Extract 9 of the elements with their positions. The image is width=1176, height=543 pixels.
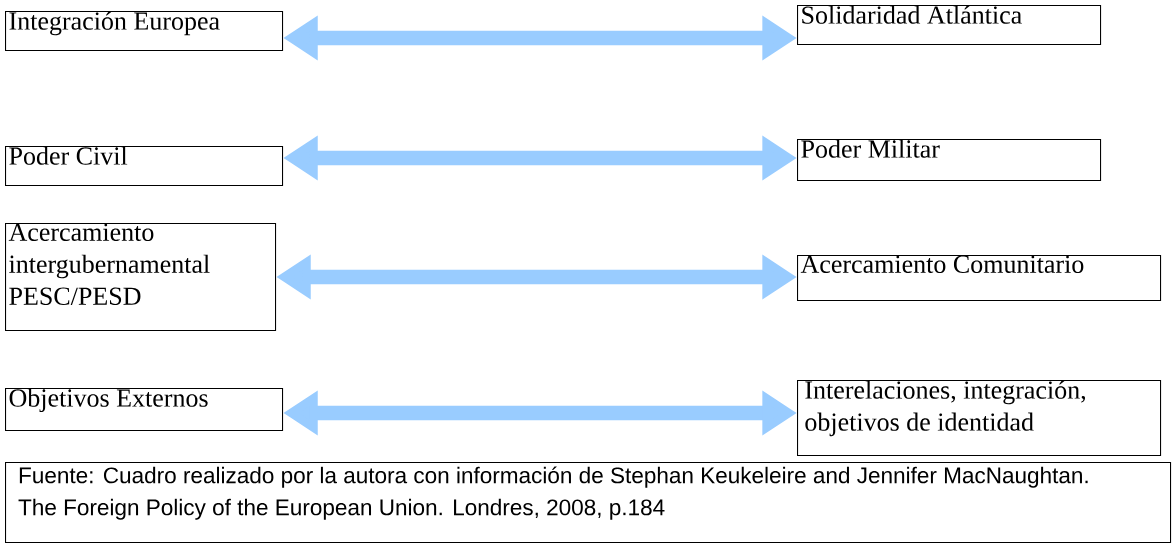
- text-box: Poder Militar: [797, 139, 1102, 182]
- caption-box: Fuente: Cuadro realizado por la autora con información de Stephan Keukeleire and Jennifer MacNaughtan. The Foreign Policy of the European Union. Londres, 2008, p.184: [5, 462, 1172, 543]
- text-box: Objetivos Externos: [5, 388, 284, 432]
- text-box: Acercamiento intergubernamental PESC/PESD: [5, 223, 277, 332]
- text-box: Acercamiento Comunitario: [797, 255, 1162, 302]
- text-box: Interelaciones, integración, objetivos de identidad: [797, 380, 1162, 457]
- text-box: Poder Civil: [5, 146, 284, 187]
- text-box: Integración Europea: [5, 11, 284, 52]
- text-box: Solidaridad Atlántica: [797, 5, 1102, 46]
